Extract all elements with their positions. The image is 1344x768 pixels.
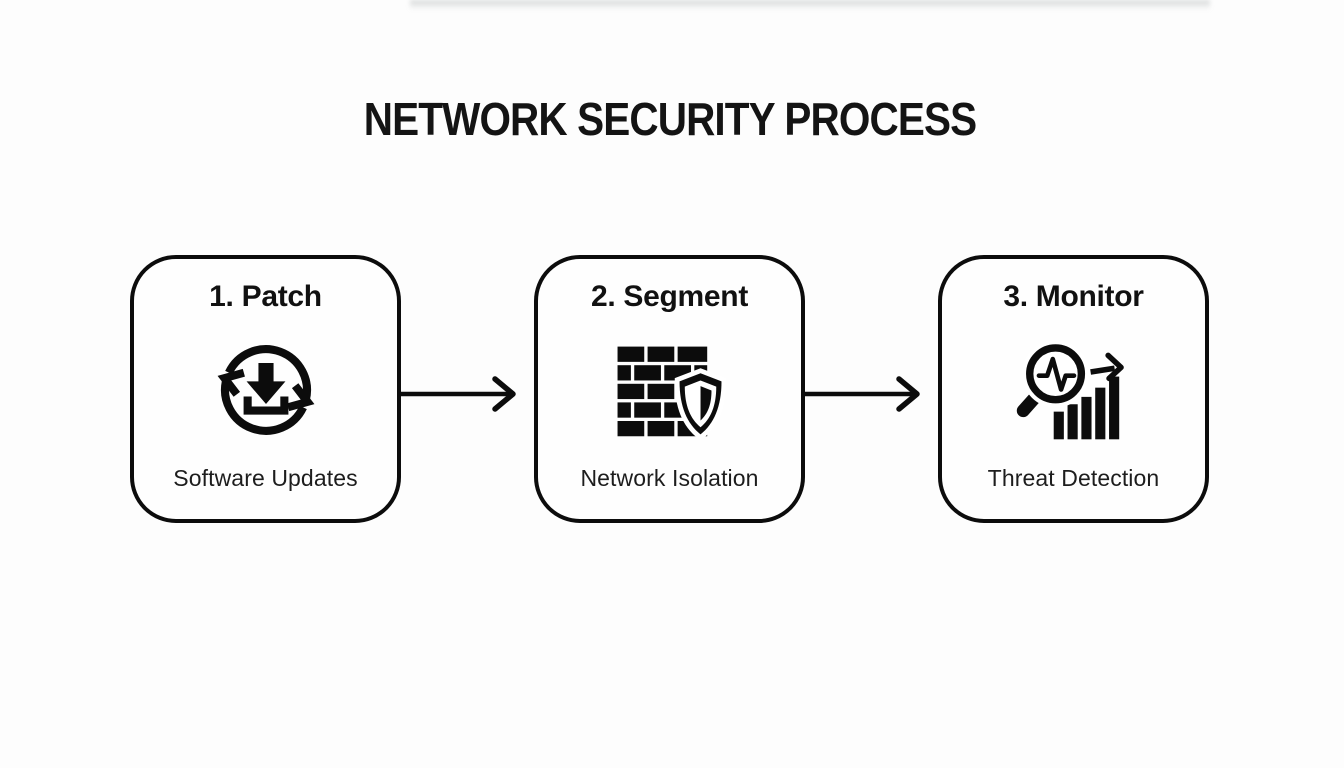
step-caption: Threat Detection <box>987 465 1160 491</box>
flow-arrow-1 <box>401 255 534 523</box>
step-caption: Network Isolation <box>580 465 759 491</box>
step-heading: 3. Monitor <box>1003 280 1144 313</box>
step-heading: 2. Segment <box>590 280 749 313</box>
threat-detection-magnifier-icon <box>1016 340 1124 440</box>
firewall-shield-icon <box>617 346 726 440</box>
step-box-patch: 1. Patch Software Updates <box>130 255 401 523</box>
right-arrow-icon <box>401 376 516 412</box>
software-update-refresh-icon <box>217 344 314 435</box>
step-caption: Software Updates <box>173 465 358 491</box>
step-box-monitor: 3. Monitor Threat Detection <box>938 255 1209 523</box>
right-arrow-icon <box>805 376 920 412</box>
top-edge-artifact <box>410 0 1210 10</box>
flow-arrow-2 <box>805 255 938 523</box>
process-flow: 1. Patch Software Updates <box>130 255 1209 523</box>
step-heading: 1. Patch <box>209 280 322 313</box>
step-box-segment: 2. Segment <box>534 255 805 523</box>
diagram-title: NETWORK SECURITY PROCESS <box>363 93 977 145</box>
